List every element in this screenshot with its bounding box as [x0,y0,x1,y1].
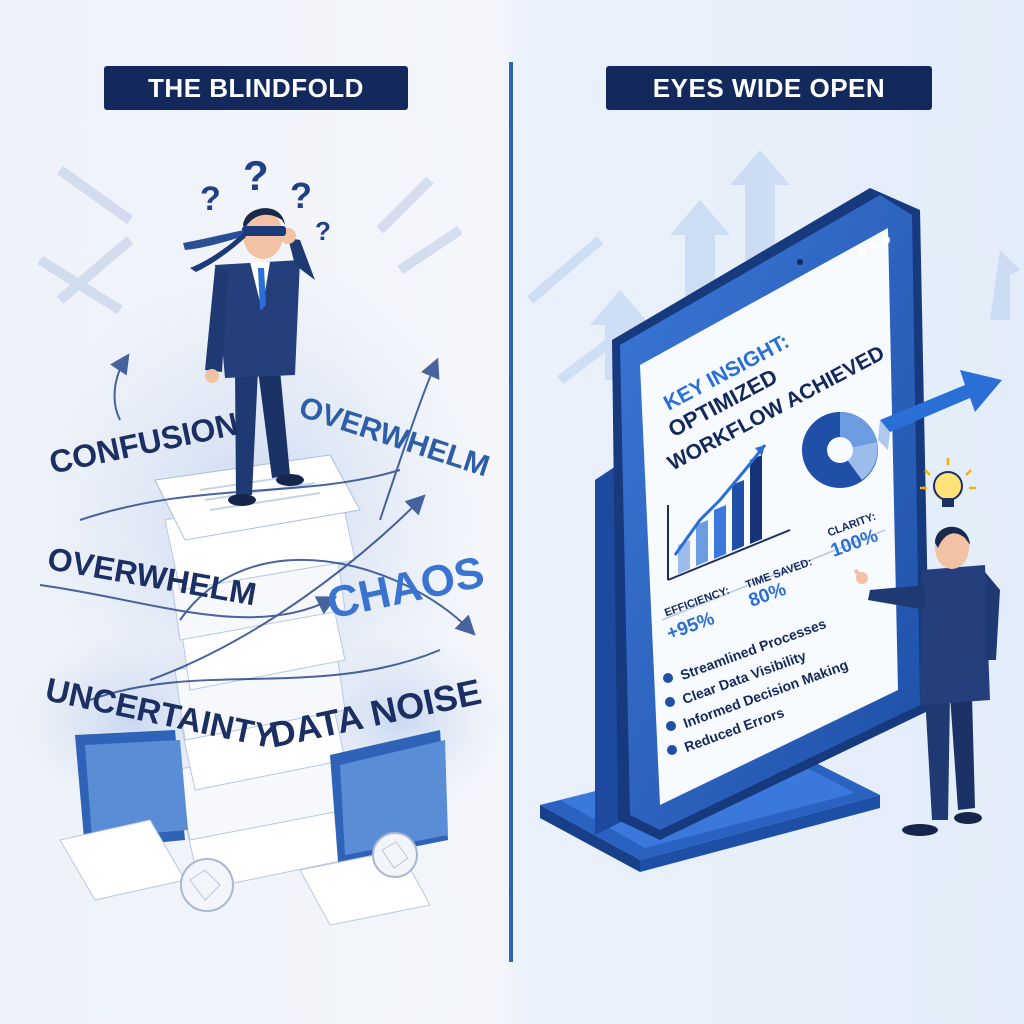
tablet-display [612,188,930,840]
crumpled-paper-icon [372,832,418,878]
svg-text:?: ? [290,175,312,216]
lightbulb-icon [920,458,976,507]
bar-chart-icon [667,444,791,581]
svg-text:?: ? [315,216,331,246]
folder-icon [75,730,188,850]
question-mark-icon: ? ? ? ? [200,152,331,246]
right-title: EYES WIDE OPEN [606,66,932,110]
pointing-businessman [853,526,1000,836]
svg-text:?: ? [243,152,269,199]
crumpled-paper-icon [180,858,234,912]
panel-divider [509,62,513,962]
paper-stack [154,454,361,891]
folder-icon [330,730,448,862]
bullet-dots [663,673,677,755]
blindfolded-businessman [183,208,315,506]
blindfold-icon [183,226,286,272]
background-arrows-left [37,165,463,315]
arrow-icon [878,370,1002,450]
pie-chart-icon [802,412,878,488]
left-title: THE BLINDFOLD [104,66,408,110]
svg-text:?: ? [200,180,221,218]
